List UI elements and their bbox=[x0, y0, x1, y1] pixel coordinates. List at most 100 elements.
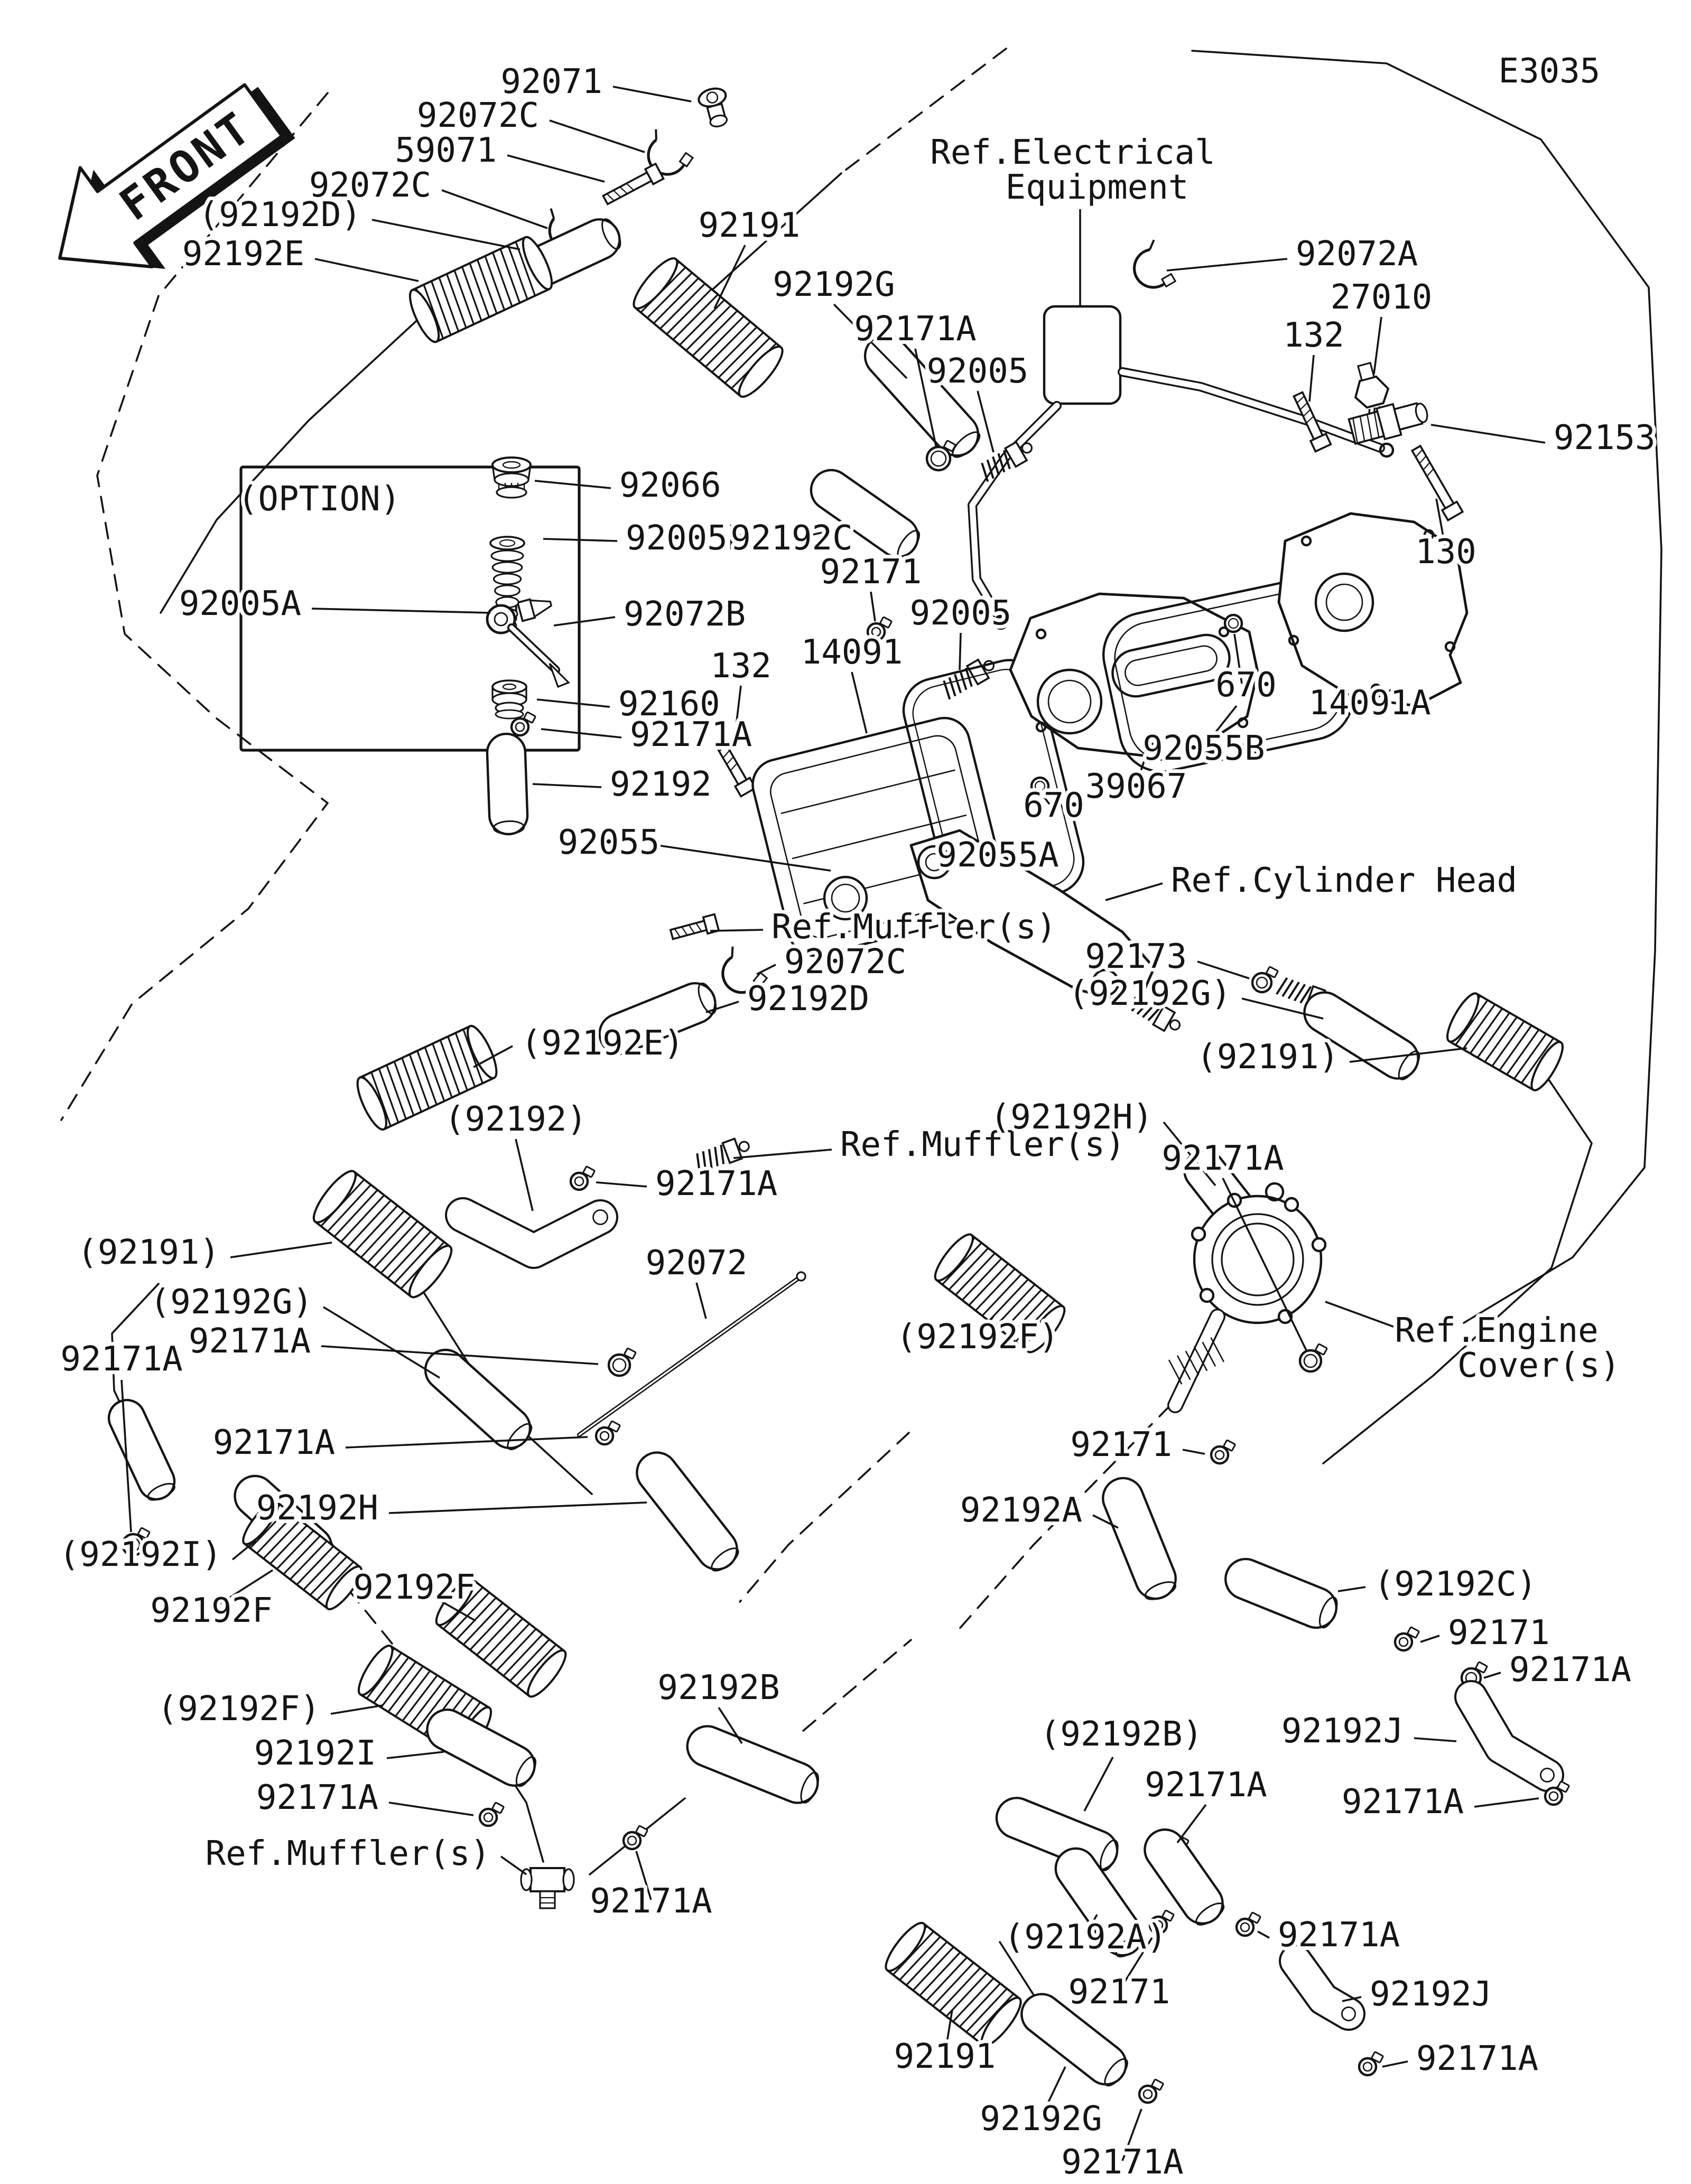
hose-clamp bbox=[1138, 2078, 1164, 2104]
nipple-hex bbox=[1151, 1005, 1176, 1032]
part-label: 92072C bbox=[417, 96, 539, 135]
coil-line bbox=[968, 1263, 1009, 1306]
coil-line bbox=[456, 1597, 497, 1640]
coil-line bbox=[509, 1638, 550, 1682]
nipple-fitting bbox=[981, 441, 1033, 482]
clamp-screw bbox=[1151, 2078, 1164, 2091]
part-label: 92191 bbox=[894, 2037, 996, 2076]
coil-line bbox=[249, 1509, 288, 1549]
coil-line bbox=[484, 256, 506, 311]
boundary-dashed-line bbox=[348, 1589, 409, 1664]
tie-tail bbox=[731, 946, 734, 957]
coil-line bbox=[309, 1556, 348, 1596]
stack-hole bbox=[499, 539, 516, 547]
coil-line bbox=[482, 1618, 524, 1661]
clamp-band bbox=[594, 1426, 615, 1446]
tie-tail bbox=[1148, 239, 1155, 250]
coil-line bbox=[469, 263, 490, 318]
detail-circle bbox=[1265, 1182, 1285, 1202]
hose-tube bbox=[1224, 1557, 1338, 1629]
nipple-hex bbox=[1004, 441, 1028, 468]
nipple-tip bbox=[1021, 442, 1033, 454]
coil-line bbox=[959, 1983, 1001, 2028]
tee-body bbox=[529, 1867, 565, 1892]
rib-line bbox=[1168, 1359, 1183, 1385]
coil-line bbox=[373, 1657, 410, 1704]
nipple-thread bbox=[720, 1144, 725, 1164]
leader-line bbox=[371, 219, 521, 250]
leader-line bbox=[1222, 1178, 1307, 1351]
spring-coil bbox=[356, 1024, 498, 1131]
clamp-screw bbox=[1557, 1780, 1570, 1793]
coil-line bbox=[516, 1644, 557, 1687]
stack-rib bbox=[493, 573, 522, 585]
spring-end bbox=[633, 257, 679, 310]
part-label: (92192F) bbox=[157, 1690, 320, 1729]
bolt-thread bbox=[719, 743, 727, 752]
coil-line bbox=[666, 288, 712, 335]
clamp-band bbox=[622, 1831, 642, 1851]
clamp-screw bbox=[608, 1420, 621, 1433]
coil-line bbox=[1469, 1008, 1503, 1054]
part-label: 132 bbox=[1283, 316, 1344, 355]
rib-line bbox=[792, 814, 967, 860]
nipple-thread bbox=[959, 670, 968, 690]
part-label: 92171A bbox=[1342, 1782, 1464, 1822]
bolt bbox=[714, 739, 757, 798]
bolt-thread bbox=[695, 922, 702, 932]
clamp-screw bbox=[1371, 2051, 1384, 2064]
rib-line bbox=[1202, 1341, 1216, 1367]
hose-clamp bbox=[510, 711, 536, 737]
rib-hatch bbox=[1168, 1337, 1225, 1385]
hose-tube bbox=[636, 1451, 739, 1572]
hose-clamp bbox=[1393, 1626, 1420, 1652]
detail-circle bbox=[1379, 442, 1395, 458]
detail-circle bbox=[1284, 1197, 1299, 1212]
bolt bbox=[601, 162, 665, 206]
nipple-fitting bbox=[1125, 993, 1181, 1032]
coil-line bbox=[515, 241, 536, 296]
leader-line bbox=[330, 1704, 383, 1715]
nipple-hex bbox=[721, 1137, 744, 1164]
part-label: 92171A bbox=[1145, 1766, 1267, 1805]
gasket-plate bbox=[1111, 633, 1231, 698]
clamp-band bbox=[121, 1533, 145, 1557]
part-label: 92171A bbox=[189, 1322, 311, 1361]
clamp-band-inner bbox=[1142, 2089, 1153, 2099]
coil-line bbox=[387, 1231, 432, 1279]
coil-line bbox=[503, 1634, 544, 1677]
coil-line bbox=[402, 1675, 438, 1722]
cover-outline bbox=[909, 829, 1156, 1007]
tee-fitting bbox=[520, 1867, 575, 1909]
nipple-thread bbox=[708, 1149, 713, 1169]
part-label: 92171 bbox=[820, 553, 922, 592]
barb-cone bbox=[529, 599, 553, 618]
part-label: Ref.Muffler(s) bbox=[772, 908, 1056, 947]
hose-open-end bbox=[1104, 2058, 1128, 2087]
hose-open-end bbox=[1318, 1597, 1338, 1629]
part-label: 92192H bbox=[256, 1489, 378, 1528]
part-label: 92192F bbox=[150, 1591, 272, 1630]
spring-end bbox=[1026, 1305, 1066, 1354]
bolt-head bbox=[1441, 500, 1464, 522]
leader-line bbox=[507, 154, 605, 183]
leader-line bbox=[1420, 1635, 1440, 1643]
leader-line bbox=[870, 591, 876, 622]
part-label: 92072 bbox=[646, 1244, 748, 1283]
hose-open-end bbox=[1398, 1050, 1420, 1080]
hose-open-end bbox=[1115, 1934, 1145, 1958]
bolt-thread bbox=[1426, 468, 1434, 477]
coil-line bbox=[263, 1519, 301, 1560]
part-label: (92192A) bbox=[1004, 1918, 1167, 1957]
bolt bbox=[1410, 444, 1464, 522]
part-label: 92192I bbox=[254, 1734, 376, 1773]
leader-line bbox=[1121, 2108, 1142, 2161]
bolt-thread bbox=[1306, 416, 1314, 424]
hose-clamp bbox=[1544, 1780, 1570, 1806]
nipple-thread bbox=[1287, 982, 1300, 1000]
spring-coil bbox=[435, 1578, 567, 1698]
hose-clamp bbox=[1298, 1343, 1328, 1373]
coil-line bbox=[948, 1247, 989, 1291]
coil-line bbox=[289, 1540, 328, 1580]
part-label: (92192H) bbox=[990, 1098, 1153, 1137]
